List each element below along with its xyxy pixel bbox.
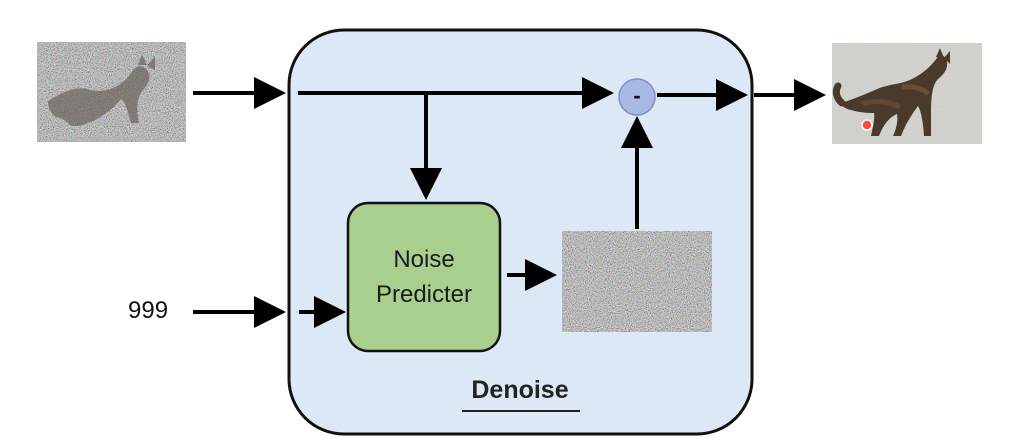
- timestep-label: 999: [128, 297, 169, 324]
- noise-predictor-line-2: Predicter: [375, 281, 473, 308]
- denoise-title-underline: [462, 410, 580, 412]
- noise-predictor-line-1: Noise: [393, 246, 455, 273]
- denoise-title: Denoise: [471, 376, 569, 404]
- noise-predictor-label: Noise Predicter: [348, 203, 500, 351]
- subtract-operator: [618, 78, 656, 116]
- noise-predictor-box: [346, 201, 502, 353]
- subtract-symbol: -: [633, 83, 640, 108]
- noise-icon: [562, 231, 712, 332]
- noisy-cat-icon: [37, 42, 186, 142]
- denoised-cat-icon: [832, 43, 982, 144]
